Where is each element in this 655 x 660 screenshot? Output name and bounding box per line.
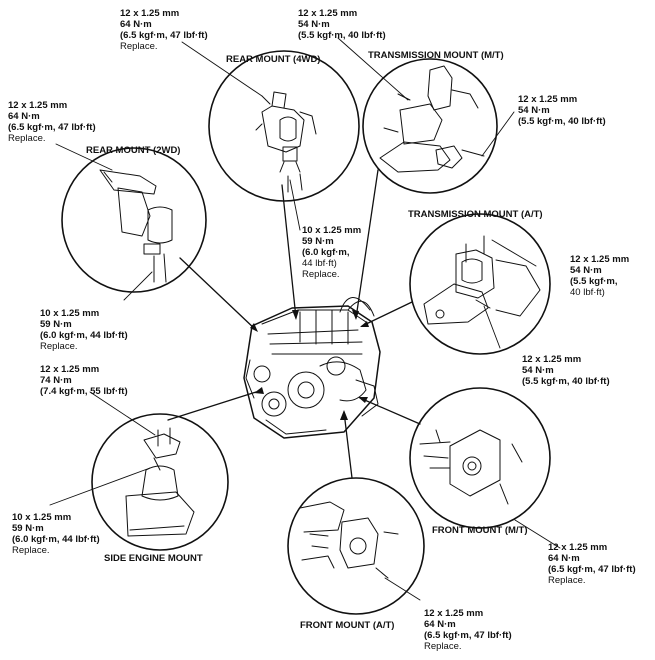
spec-side-engine-mount-bottom: 10 x 1.25 mm 59 N·m (6.0 kgf·m, 44 lbf·f… [12, 512, 100, 556]
bolt-size: 12 x 1.25 mm [8, 100, 68, 111]
spec-front-mount-mt: 12 x 1.25 mm 64 N·m (6.5 kgf·m, 47 lbf·f… [548, 542, 636, 586]
bolt-torque-alt: (7.4 kgf·m, 55 lbf·ft) [40, 386, 128, 397]
replace-note: Replace. [424, 641, 462, 652]
leader-lines [49, 37, 561, 601]
rear-mount-2wd-title: REAR MOUNT (2WD) [86, 145, 181, 156]
spec-rear-mount-2wd-top: 12 x 1.25 mm 64 N·m (6.5 kgf·m, 47 lbf·f… [8, 100, 96, 144]
spec-front-mount-at: 12 x 1.25 mm 64 N·m (6.5 kgf·m, 47 lbf·f… [424, 608, 512, 652]
bolt-size: 12 x 1.25 mm [40, 364, 100, 375]
bolt-torque-alt: (6.5 kgf·m, 47 lbf·ft) [8, 122, 96, 133]
bolt-size: 12 x 1.25 mm [548, 542, 608, 553]
replace-note: Replace. [302, 269, 340, 280]
bolt-torque: 64 N·m [120, 19, 152, 30]
bolt-torque-alt: (5.5 kgf·m, 40 lbf·ft) [522, 376, 610, 387]
bolt-torque: 64 N·m [424, 619, 456, 630]
spec-transmission-mount-mt-right: 12 x 1.25 mm 54 N·m (5.5 kgf·m, 40 lbf·f… [518, 94, 606, 127]
transmission-mount-at-title: TRANSMISSION MOUNT (A/T) [408, 209, 543, 220]
side-engine-mount-circle [91, 413, 229, 551]
bolt-torque-alt: (6.0 kgf·m, 44 lbf·ft) [12, 534, 100, 545]
front-mount-mt-circle [409, 387, 551, 529]
rear-mount-4wd-title: REAR MOUNT (4WD) [226, 54, 321, 65]
front-mount-at-circle [287, 477, 425, 615]
bolt-size: 12 x 1.25 mm [518, 94, 578, 105]
bolt-torque: 54 N·m [570, 265, 602, 276]
front-mount-mt-title: FRONT MOUNT (M/T) [432, 525, 528, 536]
spec-rear-mount-4wd-bottom: 10 x 1.25 mm 59 N·m (6.0 kgf·m, 44 lbf·f… [302, 225, 361, 280]
bolt-torque-alt: (6.0 kgf·m, [302, 247, 350, 258]
spec-side-engine-mount-top: 12 x 1.25 mm 74 N·m (7.4 kgf·m, 55 lbf·f… [40, 364, 128, 397]
bolt-torque: 54 N·m [522, 365, 554, 376]
bolt-torque-alt-2: 44 lbf·ft) [302, 258, 337, 269]
replace-note: Replace. [40, 341, 78, 352]
bolt-torque-alt: (6.5 kgf·m, 47 lbf·ft) [424, 630, 512, 641]
bolt-size: 12 x 1.25 mm [120, 8, 180, 19]
bolt-torque-alt: (6.5 kgf·m, 47 lbf·ft) [120, 30, 208, 41]
bolt-torque: 54 N·m [298, 19, 330, 30]
bolt-torque-alt: (5.5 kgf·m, 40 lbf·ft) [518, 116, 606, 127]
bolt-torque-alt: (5.5 kgf·m, [570, 276, 618, 287]
bolt-size: 12 x 1.25 mm [298, 8, 358, 19]
bolt-size: 12 x 1.25 mm [570, 254, 630, 265]
replace-note: Replace. [8, 133, 46, 144]
spec-transmission-mount-mt-top: 12 x 1.25 mm 54 N·m (5.5 kgf·m, 40 lbf·f… [298, 8, 386, 41]
rear-mount-4wd-circle [208, 50, 360, 202]
bolt-torque-alt: (6.5 kgf·m, 47 lbf·ft) [548, 564, 636, 575]
transmission-mount-mt-title: TRANSMISSION MOUNT (M/T) [368, 50, 504, 61]
transmission-mount-mt-circle [362, 58, 498, 194]
bolt-torque-alt: (6.0 kgf·m, 44 lbf·ft) [40, 330, 128, 341]
bolt-size: 12 x 1.25 mm [424, 608, 484, 619]
rear-mount-2wd-circle [61, 147, 207, 293]
bolt-torque: 54 N·m [518, 105, 550, 116]
bolt-torque-alt: (5.5 kgf·m, 40 lbf·ft) [298, 30, 386, 41]
bolt-size: 10 x 1.25 mm [12, 512, 72, 523]
bolt-torque: 74 N·m [40, 375, 72, 386]
bolt-size: 12 x 1.25 mm [522, 354, 582, 365]
bolt-torque: 59 N·m [40, 319, 72, 330]
front-mount-at-title: FRONT MOUNT (A/T) [300, 620, 395, 631]
replace-note: Replace. [12, 545, 50, 556]
bolt-torque: 64 N·m [548, 553, 580, 564]
bolt-torque: 59 N·m [302, 236, 334, 247]
side-engine-mount-title: SIDE ENGINE MOUNT [104, 553, 203, 564]
spec-transmission-mount-at-bottom: 12 x 1.25 mm 54 N·m (5.5 kgf·m, 40 lbf·f… [522, 354, 610, 387]
bolt-size: 10 x 1.25 mm [302, 225, 362, 236]
bolt-torque-alt-2: 40 lbf·ft) [570, 287, 605, 298]
arrowheads [250, 310, 369, 420]
engine-assembly [243, 297, 381, 439]
transmission-mount-at-circle [409, 213, 551, 355]
spec-rear-mount-2wd-bottom: 10 x 1.25 mm 59 N·m (6.0 kgf·m, 44 lbf·f… [40, 308, 128, 352]
connector-lines [167, 169, 421, 479]
replace-note: Replace. [548, 575, 586, 586]
spec-transmission-mount-at-top: 12 x 1.25 mm 54 N·m (5.5 kgf·m, 40 lbf·f… [570, 254, 629, 298]
spec-rear-mount-4wd-top: 12 x 1.25 mm 64 N·m (6.5 kgf·m, 47 lbf·f… [120, 8, 208, 52]
bolt-torque: 59 N·m [12, 523, 44, 534]
bolt-size: 10 x 1.25 mm [40, 308, 100, 319]
bolt-torque: 64 N·m [8, 111, 40, 122]
replace-note: Replace. [120, 41, 158, 52]
